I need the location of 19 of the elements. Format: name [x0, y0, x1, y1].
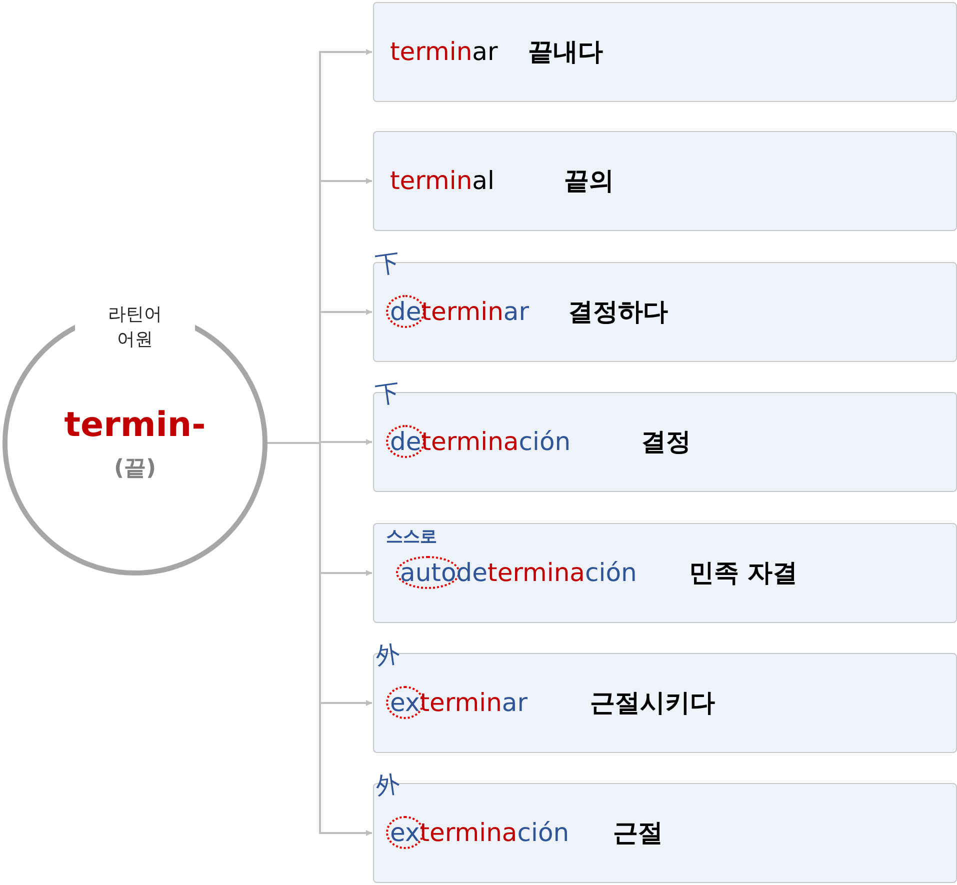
- hanja-note: 外: [374, 768, 402, 802]
- word-box: [373, 523, 957, 623]
- korean-meaning: 민족 자결: [689, 557, 798, 589]
- spanish-word: terminal: [390, 165, 494, 197]
- korean-meaning: 끝내다: [528, 36, 603, 68]
- word-box: [373, 131, 957, 231]
- korean-meaning: 결정하다: [568, 296, 668, 328]
- korean-meaning: 근절시키다: [590, 687, 715, 719]
- root-meaning: (끝): [112, 455, 158, 483]
- korean-meaning: 끝의: [564, 165, 614, 197]
- root-word: termin-: [63, 405, 207, 445]
- hanja-note: 下: [374, 377, 402, 411]
- word-box: [373, 2, 957, 102]
- korean-meaning: 결정: [641, 426, 691, 458]
- hanja-note: 外: [374, 638, 402, 672]
- spanish-word: terminar: [390, 36, 498, 68]
- hanja-note: 下: [374, 247, 402, 281]
- prefix-note: 스스로: [386, 526, 437, 548]
- korean-meaning: 근절: [613, 817, 663, 849]
